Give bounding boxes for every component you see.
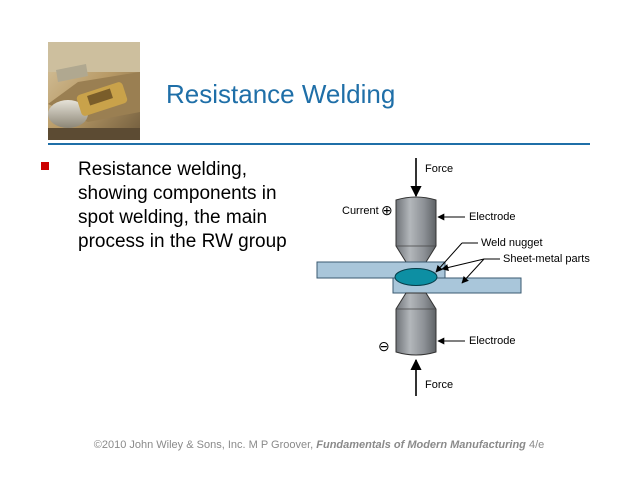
slide-title: Resistance Welding — [166, 79, 396, 109]
weld-nugget-shape — [394, 268, 438, 286]
label-force-bottom: Force — [425, 379, 453, 391]
spot-welding-diagram: Force Current ⊕ Electrode Weld nugget Sh… — [312, 150, 602, 402]
spot-welding-svg: Force Current ⊕ Electrode Weld nugget Sh… — [316, 158, 590, 396]
label-electrode-top: Electrode — [469, 211, 515, 223]
negative-icon: ⊖ — [378, 338, 390, 354]
positive-icon: ⊕ — [381, 202, 393, 218]
sheet-metal-leader-1 — [441, 258, 485, 271]
copyright-footer: ©2010 John Wiley & Sons, Inc. M P Groove… — [0, 439, 638, 451]
footer-book-title: Fundamentals of Modern Manufacturing — [316, 439, 526, 451]
label-sheet-metal: Sheet-metal parts — [503, 253, 590, 265]
label-force-top: Force — [425, 163, 453, 175]
welding-photo-image — [48, 42, 140, 140]
bullet-marker — [41, 162, 49, 170]
label-weld-nugget: Weld nugget — [481, 237, 543, 249]
bullet-text: Resistance welding, showing components i… — [78, 159, 287, 252]
welding-photo — [48, 42, 140, 140]
title-divider — [48, 143, 590, 145]
weld-nugget-leader — [435, 242, 463, 273]
electrode-bottom — [395, 292, 437, 356]
electrode-top — [395, 196, 437, 263]
label-electrode-bottom: Electrode — [469, 335, 515, 347]
sheet-metal-leader-2 — [461, 258, 485, 284]
footer-suffix: 4/e — [525, 439, 545, 451]
label-current: Current — [342, 205, 379, 217]
footer-prefix: ©2010 John Wiley & Sons, Inc. M P Groove… — [93, 439, 317, 451]
